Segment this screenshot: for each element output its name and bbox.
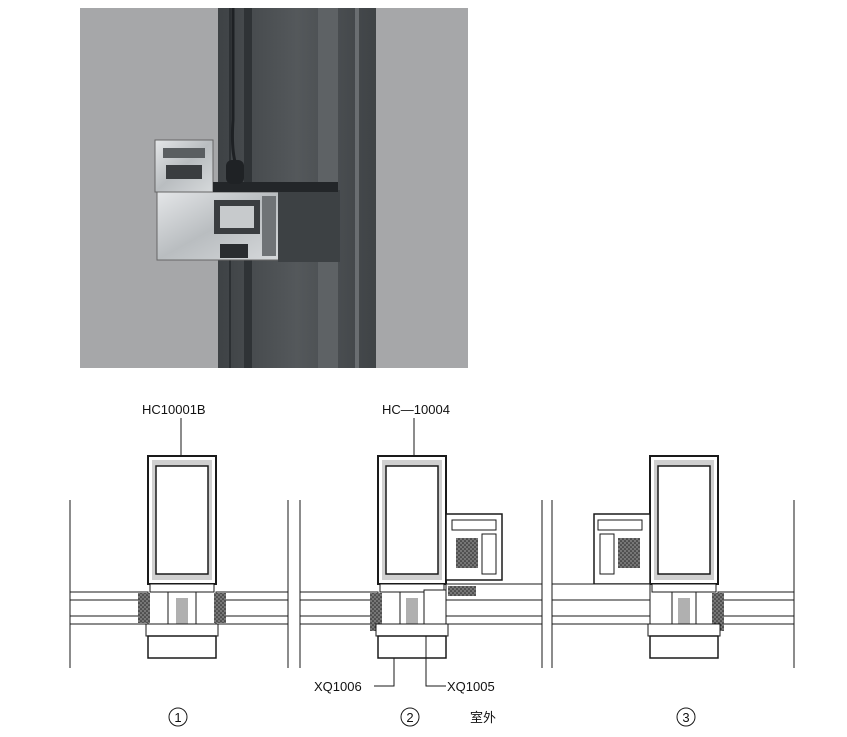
section-number-1 — [168, 707, 188, 727]
profile-label-hc-10004: HC—10004 — [382, 402, 450, 417]
section-2: HC—10004 XQ1006 XQ1005 2 室外 — [299, 402, 543, 727]
section-number-3 — [676, 707, 696, 727]
svg-text:3: 3 — [682, 710, 689, 725]
svg-text:2: 2 — [406, 710, 413, 725]
transom-profile — [154, 139, 340, 262]
product-render-photo — [80, 8, 468, 368]
section-1: HC10001B 1 — [69, 402, 289, 727]
section-3: 3 — [551, 455, 795, 727]
profile-label-hc10001b: HC10001B — [142, 402, 206, 417]
section-number-2 — [400, 707, 420, 727]
part-label-xq1005: XQ1005 — [447, 679, 495, 694]
part-label-xq1006: XQ1006 — [314, 679, 362, 694]
svg-text:1: 1 — [174, 710, 181, 725]
exterior-label: 室外 — [470, 710, 496, 725]
